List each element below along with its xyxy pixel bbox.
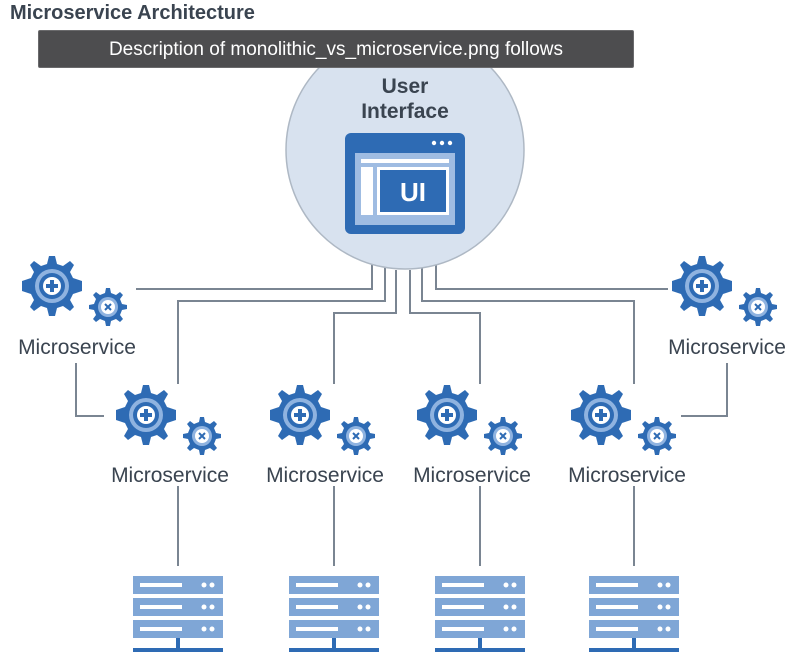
gear-icon <box>571 385 677 456</box>
microservice-4: Microservice <box>568 385 686 487</box>
microservice-label: Microservice <box>568 464 686 487</box>
ui-label-line2: Interface <box>361 100 449 123</box>
user-interface-node: User Interface UI <box>285 30 525 270</box>
ui-icon-text: UI <box>400 177 426 207</box>
connector-lines <box>75 263 728 566</box>
microservice-label: Microservice <box>413 464 531 487</box>
ui-label-line1: User <box>382 75 429 98</box>
database-server-3 <box>435 576 525 652</box>
database-server-2 <box>289 576 379 652</box>
gear-icon <box>417 385 523 456</box>
gear-icon <box>116 385 222 456</box>
microservice-top-right: Microservice <box>668 256 786 359</box>
gear-icon <box>270 385 376 456</box>
microservice-1: Microservice <box>111 385 229 487</box>
microservice-3: Microservice <box>413 385 531 487</box>
gear-icon <box>22 256 128 327</box>
microservice-top-left: Microservice <box>18 256 136 359</box>
microservice-2: Microservice <box>266 385 384 487</box>
microservice-label: Microservice <box>266 464 384 487</box>
microservice-label: Microservice <box>111 464 229 487</box>
browser-window-icon: UI <box>345 133 465 234</box>
database-server-1 <box>133 576 223 652</box>
image-description-tooltip: Description of monolithic_vs_microservic… <box>38 30 634 68</box>
page-title: Microservice Architecture <box>10 2 255 24</box>
microservice-label: Microservice <box>668 336 786 359</box>
gear-icon <box>672 256 778 327</box>
microservice-label: Microservice <box>18 336 136 359</box>
database-server-4 <box>589 576 679 652</box>
